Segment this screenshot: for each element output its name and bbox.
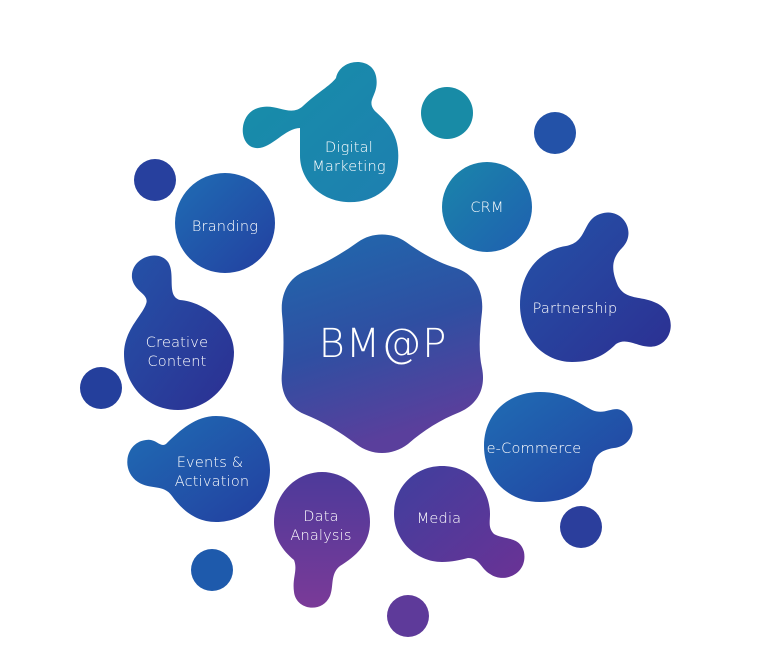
node-events-activation-label-1: Events & [177,455,244,471]
node-data-analysis[interactable]: Data Analysis [274,472,370,608]
node-e-commerce[interactable]: e-Commerce [484,392,633,502]
satellite-dot [421,87,473,139]
center-node-label: BM@P [319,321,448,367]
node-creative-content-label-1: Creative [146,335,208,351]
node-creative-content-label-2: Content [147,354,206,370]
node-data-analysis-label-2: Analysis [290,528,351,544]
node-crm-label: CRM [470,200,503,216]
satellite-dot [534,112,576,154]
node-creative-content[interactable]: Creative Content [124,255,234,410]
satellite-dot [134,159,176,201]
node-media[interactable]: Media [394,466,525,578]
node-events-activation[interactable]: Events & Activation [127,416,270,522]
node-digital-marketing-label-2: Marketing [312,159,386,175]
node-events-activation-label-2: Activation [175,474,250,490]
node-digital-marketing-label-1: Digital [325,140,373,156]
node-crm[interactable]: CRM [442,162,532,252]
satellite-dot [191,549,233,591]
node-media-label: Media [417,511,462,527]
node-data-analysis-label-1: Data [303,509,338,525]
node-e-commerce-label: e-Commerce [487,441,582,457]
node-branding-label: Branding [192,219,258,235]
satellite-dot [80,367,122,409]
node-partnership[interactable]: Partnership [520,212,671,362]
node-digital-marketing[interactable]: Digital Marketing [242,61,399,203]
center-node-bmap[interactable]: BM@P [281,234,484,454]
node-branding[interactable]: Branding [175,173,275,273]
node-partnership-label: Partnership [533,301,618,317]
satellite-dot [387,595,429,637]
satellite-dot [560,506,602,548]
